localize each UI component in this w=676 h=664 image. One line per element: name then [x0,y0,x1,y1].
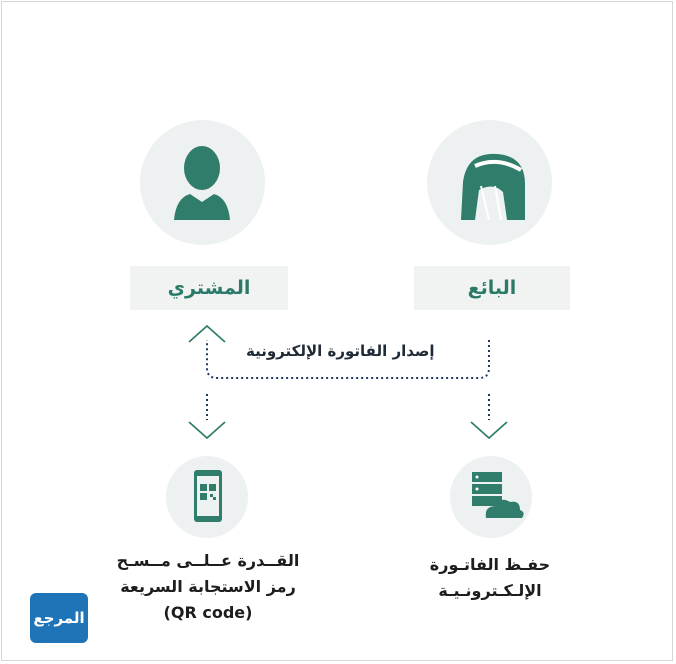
buyer-circle [140,120,265,245]
logo-text: المرجع [33,609,85,627]
qr-circle [166,456,248,538]
phone-qr-icon [194,470,222,522]
person-icon [174,146,230,220]
storage-circle [450,456,532,538]
seller-label: البائع [467,277,517,299]
seller-circle [427,120,552,245]
flow-label: إصدار الفاتورة الإلكترونية [246,342,435,360]
buyer-result-line2: رمز الاستجابة السريعة [120,577,296,596]
site-logo: المرجع [30,593,88,643]
seller-ghutra-icon [461,153,525,221]
up-arrow-icon [188,324,226,343]
buyer-result-line3: (QR code) [163,603,253,622]
seller-result-line2: الإلـكـترونـيـة [438,581,542,600]
buyer-result-caption: القــدرة عــلــى مــسـح رمز الاستجابة ال… [108,548,308,626]
flow-dotted-path [206,340,490,379]
buyer-label: المشتري [167,277,251,299]
buyer-down-arrow-icon [188,421,226,440]
seller-result-line1: حفـظ الفاتـورة [429,555,551,574]
server-cloud-icon [472,472,524,518]
buyer-label-box: المشتري [130,266,288,310]
buyer-result-line1: القــدرة عــلــى مــسـح [116,551,300,570]
seller-down-arrow-icon [470,421,508,440]
seller-result-caption: حفـظ الفاتـورة الإلـكـترونـيـة [410,552,570,604]
seller-label-box: البائع [414,266,570,310]
